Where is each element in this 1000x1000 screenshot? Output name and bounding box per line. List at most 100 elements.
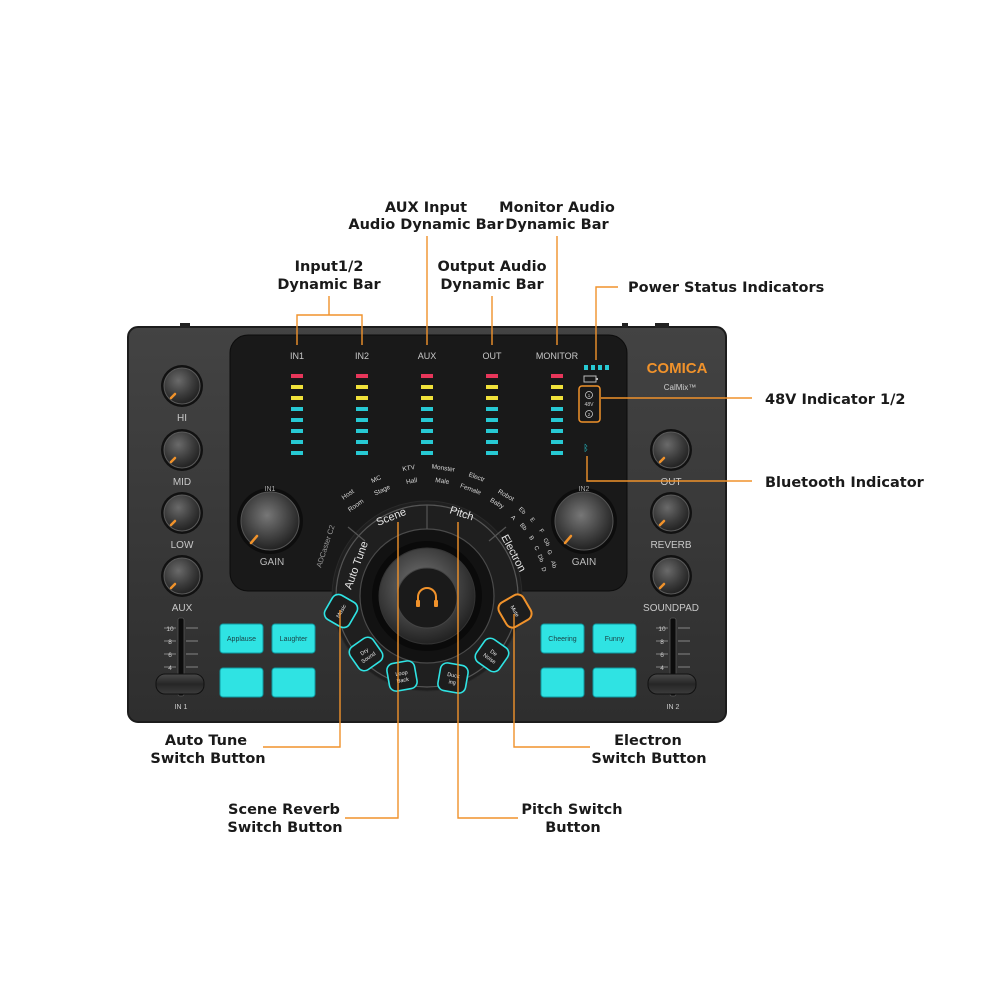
- meter-segment: [421, 396, 433, 400]
- meter-segment: [486, 396, 498, 400]
- pad-label: Laughter: [280, 636, 308, 643]
- meter-segment: [291, 407, 303, 411]
- meter-segment: [421, 385, 433, 389]
- fader-in2[interactable]: 108642IN 2: [647, 617, 697, 711]
- knob-aux[interactable]: AUX: [161, 555, 203, 614]
- fader-label: IN 1: [175, 704, 188, 711]
- pitch-option: Male: [435, 477, 450, 486]
- svg-text:GAIN: GAIN: [260, 557, 284, 568]
- mode-button-0[interactable]: Music: [322, 592, 360, 630]
- power-status-indicators: [583, 365, 609, 383]
- knob-label: SOUNDPAD: [643, 603, 699, 614]
- meter-segment: [356, 396, 368, 400]
- electron-key: Gb: [541, 538, 550, 548]
- sound-pads: Applause Laughter Cheering Funny: [219, 623, 637, 698]
- meter-segment: [486, 418, 498, 422]
- meter-segment: [421, 429, 433, 433]
- meter-segment: [421, 451, 433, 455]
- scene-option: KTV: [402, 464, 416, 473]
- fader-scale-label: 10: [658, 626, 666, 633]
- model-name: CalMix™: [664, 383, 696, 392]
- knob-mid[interactable]: MID: [161, 429, 203, 488]
- callout-output-2: Dynamic Bar: [440, 277, 544, 293]
- knob-label: HI: [177, 413, 187, 424]
- pad-label: Cheering: [548, 636, 577, 643]
- meter-segment: [551, 451, 563, 455]
- callout-electron-1: Electron: [614, 733, 682, 749]
- knob-label: AUX: [172, 603, 193, 614]
- fader-cap[interactable]: [155, 673, 205, 695]
- mode-button-5[interactable]: Mute: [496, 592, 534, 630]
- callout-power-status: Power Status Indicators: [628, 280, 824, 296]
- electron-key: D: [539, 567, 546, 574]
- meter-segment: [291, 429, 303, 433]
- meter-segment: [291, 440, 303, 444]
- electron-key: Ab: [549, 560, 557, 569]
- knob-low[interactable]: LOW: [161, 492, 203, 551]
- sound-pad-right-3[interactable]: [592, 667, 637, 698]
- bluetooth-icon: ᛒ: [583, 443, 588, 454]
- sound-pad-left-0[interactable]: Applause: [219, 623, 264, 654]
- callout-scene-2: Switch Button: [227, 820, 342, 836]
- knob-label: REVERB: [650, 540, 691, 551]
- meter-segment: [486, 407, 498, 411]
- knob-soundpad[interactable]: SOUNDPAD: [643, 555, 699, 614]
- callout-aux-input-2: Audio Dynamic Bar: [348, 217, 504, 233]
- callout-electron-2: Switch Button: [591, 751, 706, 767]
- callout-scene-1: Scene Reverb: [228, 802, 340, 818]
- callout-lines: [263, 236, 752, 819]
- edge-bump: [180, 323, 190, 328]
- gain-knob-in2[interactable]: IN2 GAIN: [551, 486, 617, 568]
- meter-segment: [551, 440, 563, 444]
- pad-label: Applause: [227, 636, 256, 643]
- pad-label: Funny: [605, 636, 625, 643]
- knob-reverb[interactable]: REVERB: [650, 492, 692, 551]
- sound-pad-left-3[interactable]: [271, 667, 316, 698]
- electron-key: E: [528, 517, 535, 524]
- electron-key: Bb: [518, 523, 528, 533]
- fader-in1[interactable]: 108642IN 1: [155, 617, 205, 711]
- fader-scale-label: 6: [168, 652, 172, 659]
- sound-pad-right-2[interactable]: [540, 667, 585, 698]
- meter-segment: [421, 374, 433, 378]
- callout-pitch-1: Pitch Switch: [521, 802, 622, 818]
- mode-button-label: Mute: [508, 605, 519, 619]
- meter-segment: [551, 407, 563, 411]
- svg-text:2: 2: [588, 412, 591, 417]
- electron-key: A: [509, 515, 516, 522]
- meter-label-1: IN2: [355, 351, 369, 361]
- brand-logo: COMICA: [647, 360, 708, 377]
- callout-pitch-2: Button: [545, 820, 601, 836]
- scene-option: MC: [370, 474, 382, 485]
- knob-out[interactable]: OUT: [650, 429, 692, 488]
- meter-segment: [356, 385, 368, 389]
- sound-pad-right-1[interactable]: Funny: [592, 623, 637, 654]
- headphone-knob[interactable]: [396, 567, 458, 629]
- fader-cap[interactable]: [647, 673, 697, 695]
- meter-segment: [486, 374, 498, 378]
- sound-pad-left-2[interactable]: [219, 667, 264, 698]
- scene-option: Hall: [406, 477, 419, 486]
- mode-button-label: De: [489, 649, 498, 658]
- fader-scale-label: 6: [660, 652, 664, 659]
- meter-segment: [421, 407, 433, 411]
- svg-text:48V: 48V: [585, 402, 595, 408]
- sound-pad-left-1[interactable]: Laughter: [271, 623, 316, 654]
- meter-segment: [551, 385, 563, 389]
- callout-auto-tune-1: Auto Tune: [165, 733, 247, 749]
- callout-monitor-1: Monitor Audio: [499, 200, 615, 216]
- gain-knob-in1[interactable]: IN1 GAIN: [237, 486, 303, 568]
- knob-hi[interactable]: HI: [161, 365, 203, 424]
- electron-key: B: [527, 535, 534, 542]
- faders: 108642IN 1 108642IN 2: [155, 617, 697, 711]
- mode-button-label: Loop: [395, 670, 408, 678]
- mode-button-label: Back: [396, 677, 409, 685]
- sound-pad-right-0[interactable]: Cheering: [540, 623, 585, 654]
- callout-monitor-2: Dynamic Bar: [505, 217, 609, 233]
